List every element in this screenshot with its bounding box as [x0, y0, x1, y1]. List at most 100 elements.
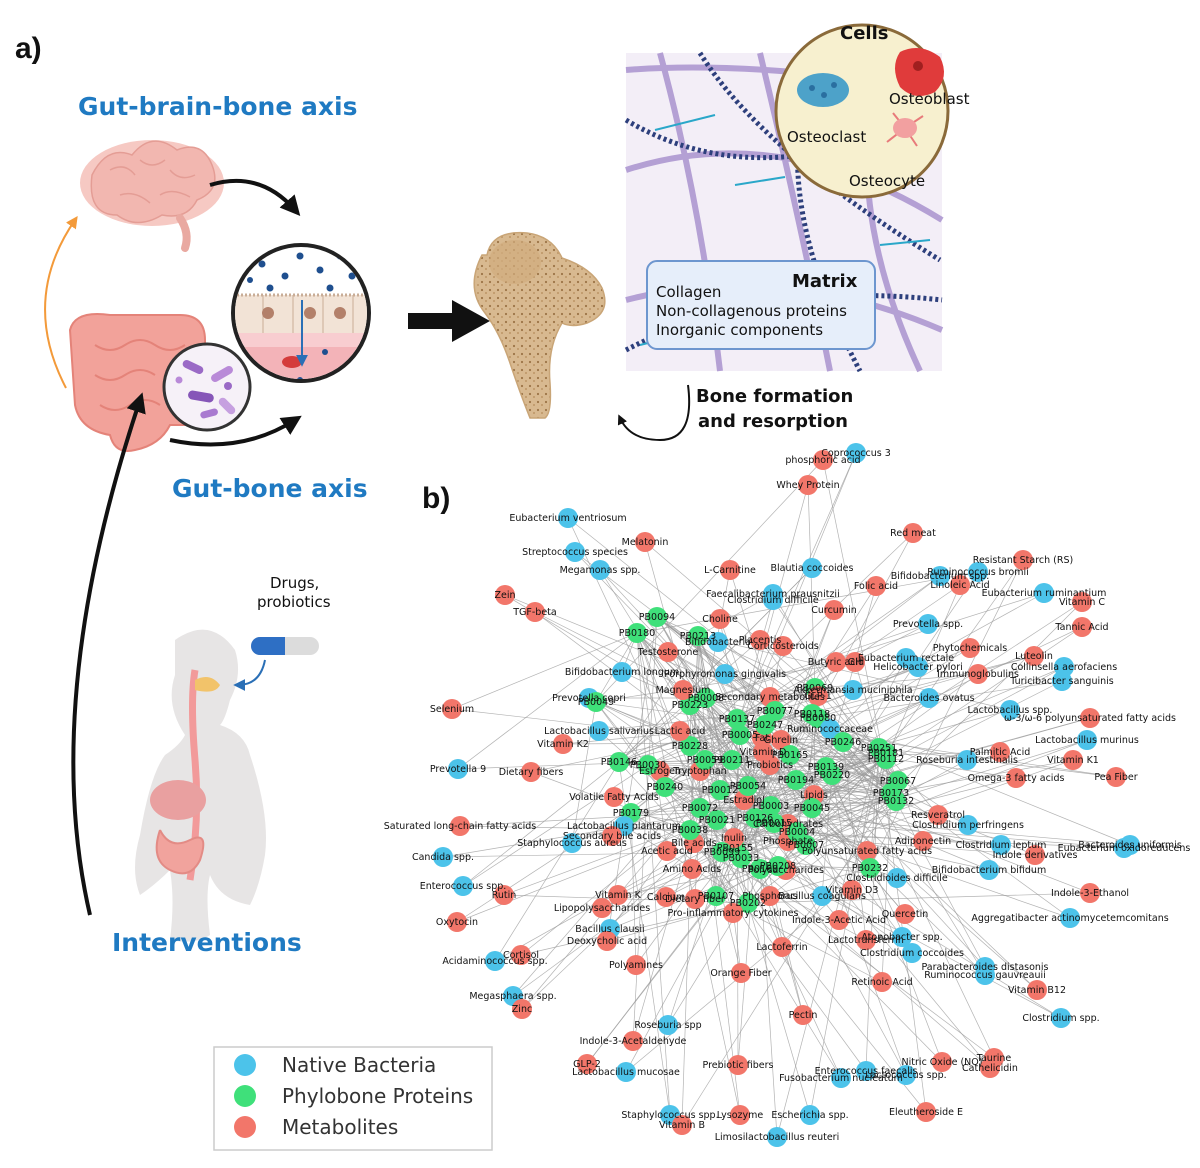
network-node-label: Vitamin K2 — [537, 739, 589, 750]
network-node-bacteria — [589, 721, 609, 741]
network-node-label: Oxytocin — [436, 917, 478, 928]
network-node-bacteria — [1034, 583, 1054, 603]
network-node-label: Roseburia intestinalis — [916, 755, 1018, 766]
network-node-label: PB0015 — [756, 818, 792, 829]
network-node-label: Lactic acid — [655, 726, 706, 737]
interventions-to-gut-arrow — [71, 392, 146, 916]
network-edge — [895, 800, 986, 968]
network-node-bacteria — [767, 1127, 787, 1147]
network-node-label: PB0012 — [702, 785, 738, 796]
network-node-label: PB0077 — [757, 706, 793, 717]
network-edge — [494, 635, 699, 962]
network-node-label: Selenium — [430, 704, 474, 715]
network-edge — [659, 770, 797, 781]
network-edge — [462, 764, 649, 887]
network-node-label: PB0038 — [672, 825, 708, 836]
network-node-label: Lipopolysaccharides — [554, 903, 650, 914]
network-node-label: Tannic Acid — [1054, 622, 1108, 633]
network-node-metabolite — [495, 585, 515, 605]
network-node-label: Enterococcus faecalis — [815, 1066, 918, 1077]
network-edge — [869, 559, 1024, 869]
network-node-bacteria — [715, 664, 735, 684]
network-edge — [773, 766, 827, 824]
network-node-protein — [796, 835, 816, 855]
network-node-label: Prebiotic fibers — [703, 1060, 774, 1071]
network-edge — [595, 459, 824, 703]
network-node-metabolite — [710, 609, 730, 629]
network-node-metabolite — [1080, 708, 1100, 728]
network-edge — [704, 754, 791, 761]
network-node-protein — [886, 791, 906, 811]
network-node-label: PB0246 — [825, 737, 861, 748]
network-node-label: PB0072 — [682, 803, 718, 814]
network-node-label: Amino Acids — [663, 864, 721, 875]
network-node-label: Adiponectin — [895, 836, 951, 847]
network-edge — [647, 710, 776, 766]
network-node-protein — [690, 798, 710, 818]
network-node-label: PB0213 — [680, 631, 716, 642]
bone-cycle-arrow — [617, 384, 691, 442]
network-node-metabolite — [845, 652, 865, 672]
network-node-bacteria — [1051, 1008, 1071, 1028]
network-node-bacteria — [1052, 671, 1072, 691]
network-node-protein — [765, 701, 785, 721]
network-node-label: Deoxycholic acid — [567, 936, 647, 947]
network-node-label: Acetic acid — [641, 846, 693, 857]
network-edge — [689, 452, 857, 831]
network-node-metabolite — [447, 912, 467, 932]
network-node-label: Bifidobacterium longum — [565, 667, 679, 678]
network-node-label: Megasphaera spp. — [469, 991, 556, 1002]
network-node-label: Calcium — [647, 892, 685, 903]
network-node-metabolite — [635, 532, 655, 552]
network-node-label: Lysozyme — [717, 1110, 764, 1121]
network-edge — [773, 822, 990, 871]
network-node-protein — [786, 770, 806, 790]
network-node-label: PB0220 — [814, 770, 850, 781]
network-edge — [462, 704, 691, 887]
network-edge — [697, 593, 774, 637]
network-node-label: Placentis — [739, 635, 782, 646]
human-body-illustration — [135, 629, 266, 942]
network-node-protein — [750, 859, 770, 879]
network-node-label: Lactobacillus mucosae — [572, 1067, 680, 1078]
network-node-protein — [638, 755, 658, 775]
network-node-bacteria — [1000, 700, 1020, 720]
network-node-metabolite — [990, 742, 1010, 762]
network-node-label: L-Carnitine — [704, 565, 756, 576]
network-node-protein — [627, 623, 647, 643]
lumen-to-bone-arrow — [408, 300, 490, 342]
legend-label-proteins: Phylobone Proteins — [282, 1084, 473, 1108]
network-node-metabolite — [773, 636, 793, 656]
network-node-label: Bacteroides uniformis — [1078, 840, 1182, 851]
network-node-label: Lactobacillus salivarius — [544, 726, 654, 737]
network-node-label: Zein — [494, 590, 515, 601]
network-node-protein — [680, 695, 700, 715]
network-node-label: Vitamin D — [740, 747, 787, 758]
network-node-label: Escherichia spp. — [771, 1110, 848, 1121]
network-edge — [740, 780, 899, 859]
network-node-protein — [755, 715, 775, 735]
network-node-label: PB0003 — [753, 801, 789, 812]
network-edge — [630, 812, 637, 966]
network-node-metabolite — [1013, 550, 1033, 570]
network-node-protein — [731, 848, 751, 868]
network-edge — [664, 786, 897, 802]
network-node-label: Estradiol — [723, 795, 765, 806]
network-node-metabolite — [1063, 750, 1083, 770]
network-node-label: Prevotella 9 — [430, 764, 486, 775]
network-node-metabolite — [1072, 617, 1092, 637]
network-edge — [890, 601, 1083, 794]
network-node-label: Red meat — [890, 528, 936, 539]
network-node-label: Limosilactobacillus reuteri — [715, 1132, 839, 1143]
network-node-label: PB0049 — [578, 697, 614, 708]
panel-a-label: a) — [15, 32, 42, 65]
network-node-metabolite — [856, 930, 876, 950]
network-node-label: PB0126 — [737, 813, 773, 824]
network-node-label: Estrogen — [639, 766, 681, 777]
network-node-label: Butyric acid — [808, 657, 864, 668]
network-node-metabolite — [968, 664, 988, 684]
network-node-label: Zinc — [512, 1004, 532, 1015]
network-edge — [842, 741, 892, 794]
network-node-bacteria — [565, 542, 585, 562]
